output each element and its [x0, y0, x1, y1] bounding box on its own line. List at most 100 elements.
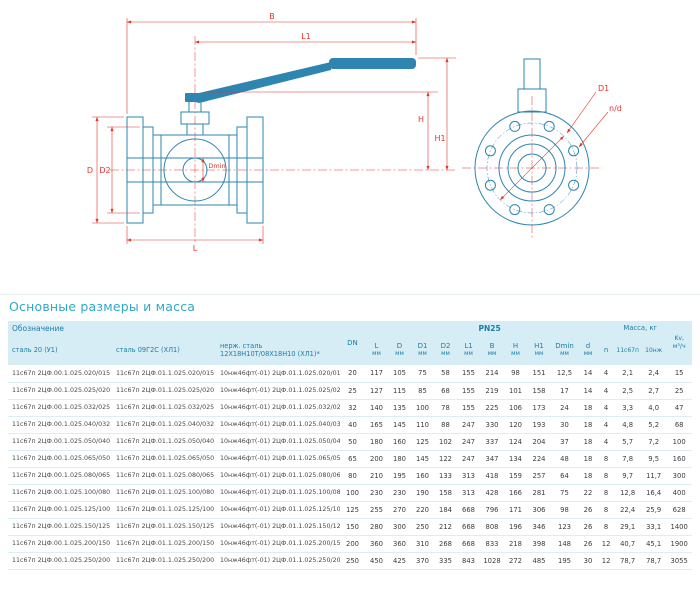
value-cell: 398: [527, 535, 551, 553]
value-cell: 7,8: [614, 450, 642, 468]
designation-cell: 11с67п 2ЦФ.00.1.025.040/032: [8, 416, 112, 434]
value-cell: 140: [365, 399, 388, 417]
value-cell: 347: [480, 450, 504, 468]
value-cell: 12,8: [614, 484, 642, 502]
dim-label-h1: H1: [434, 134, 445, 143]
value-cell: 75: [411, 365, 434, 383]
table-header: Обозначение DN PN25 Масса, кг Kv, м³/ч с…: [8, 321, 693, 365]
value-cell: 100: [411, 399, 434, 417]
value-cell: 1400: [666, 518, 693, 536]
value-cell: 400: [666, 484, 693, 502]
value-cell: 78,7: [614, 552, 642, 570]
designation-cell: 11с67п 2ЦФ.01.1.025.125/100: [112, 501, 216, 519]
value-cell: 4: [598, 365, 615, 383]
value-cell: 101: [504, 382, 527, 400]
side-dimensions: [499, 91, 609, 201]
value-cell: 220: [411, 501, 434, 519]
designation-cell: 11с67п 2ЦФ.00.1.025.020/015: [8, 365, 112, 383]
value-cell: 230: [388, 484, 411, 502]
value-cell: 450: [365, 552, 388, 570]
designation-cell: 11с67п 2ЦФ.01.1.025.200/150: [112, 535, 216, 553]
value-cell: 160: [666, 450, 693, 468]
value-cell: 335: [434, 552, 457, 570]
value-cell: 313: [457, 484, 480, 502]
value-cell: 218: [504, 535, 527, 553]
value-cell: 337: [480, 433, 504, 451]
value-cell: 16,4: [641, 484, 667, 502]
value-cell: 135: [388, 399, 411, 417]
value-cell: 196: [504, 518, 527, 536]
value-cell: 30: [578, 552, 598, 570]
value-cell: 25: [340, 382, 365, 400]
value-cell: 120: [504, 416, 527, 434]
value-cell: 33,1: [641, 518, 667, 536]
value-cell: 88: [434, 416, 457, 434]
value-cell: 8: [598, 501, 615, 519]
value-cell: 230: [365, 484, 388, 502]
value-cell: 212: [434, 518, 457, 536]
value-cell: 281: [527, 484, 551, 502]
n-header: n: [598, 335, 615, 365]
value-cell: 210: [365, 467, 388, 485]
value-cell: 18: [578, 433, 598, 451]
value-cell: 100: [666, 433, 693, 451]
value-cell: 195: [551, 552, 578, 570]
value-cell: 50: [340, 433, 365, 451]
value-cell: 148: [551, 535, 578, 553]
value-cell: 22,4: [614, 501, 642, 519]
designation-cell: 10нж46фт(-01) 2ЦФ.01.1.025.125/100: [216, 501, 340, 519]
mass-header: Масса, кг: [614, 321, 667, 335]
value-cell: 40,7: [614, 535, 642, 553]
designation-cell: 11с67п 2ЦФ.01.1.025.025/020: [112, 382, 216, 400]
designation-cell: 11с67п 2ЦФ.01.1.025.150/125: [112, 518, 216, 536]
value-cell: 247: [457, 450, 480, 468]
dimensions-table: Обозначение DN PN25 Масса, кг Kv, м³/ч с…: [8, 321, 693, 570]
value-cell: 29,1: [614, 518, 642, 536]
value-cell: 15: [666, 365, 693, 383]
kv-unit: м³/ч: [672, 343, 686, 350]
value-cell: 68: [434, 382, 457, 400]
side-dim-labels: D1 n/d: [598, 84, 622, 113]
value-cell: 247: [457, 433, 480, 451]
value-cell: 180: [388, 450, 411, 468]
value-cell: 160: [411, 467, 434, 485]
value-cell: 204: [527, 433, 551, 451]
designation-header: Обозначение: [8, 321, 340, 335]
value-cell: 145: [411, 450, 434, 468]
value-cell: 180: [365, 433, 388, 451]
value-cell: 2,7: [641, 382, 667, 400]
value-cell: 668: [457, 501, 480, 519]
value-cell: 30: [551, 416, 578, 434]
value-cell: 11,7: [641, 467, 667, 485]
designation-cell: 11с67п 2ЦФ.01.1.025.040/032: [112, 416, 216, 434]
value-cell: 346: [527, 518, 551, 536]
value-cell: 4: [598, 399, 615, 417]
value-cell: 272: [504, 552, 527, 570]
drawing-area: B L1 H H1 D D2 L Dmin: [0, 0, 700, 294]
value-cell: 428: [480, 484, 504, 502]
value-cell: 150: [340, 518, 365, 536]
value-cell: 158: [434, 484, 457, 502]
value-cell: 250: [340, 552, 365, 570]
value-cell: 200: [340, 535, 365, 553]
value-cell: 2,1: [614, 365, 642, 383]
front-dim-labels: B L1 H H1 D D2 L Dmin: [87, 12, 446, 253]
section-title: Основные размеры и масса: [9, 299, 196, 314]
value-cell: 8: [598, 518, 615, 536]
value-cell: 12,5: [551, 365, 578, 383]
value-cell: 26: [578, 518, 598, 536]
value-cell: 110: [411, 416, 434, 434]
designation-cell: 11с67п 2ЦФ.01.1.025.050/040: [112, 433, 216, 451]
value-cell: 193: [527, 416, 551, 434]
value-cell: 9,7: [614, 467, 642, 485]
designation-cell: 11с67п 2ЦФ.00.1.025.025/020: [8, 382, 112, 400]
